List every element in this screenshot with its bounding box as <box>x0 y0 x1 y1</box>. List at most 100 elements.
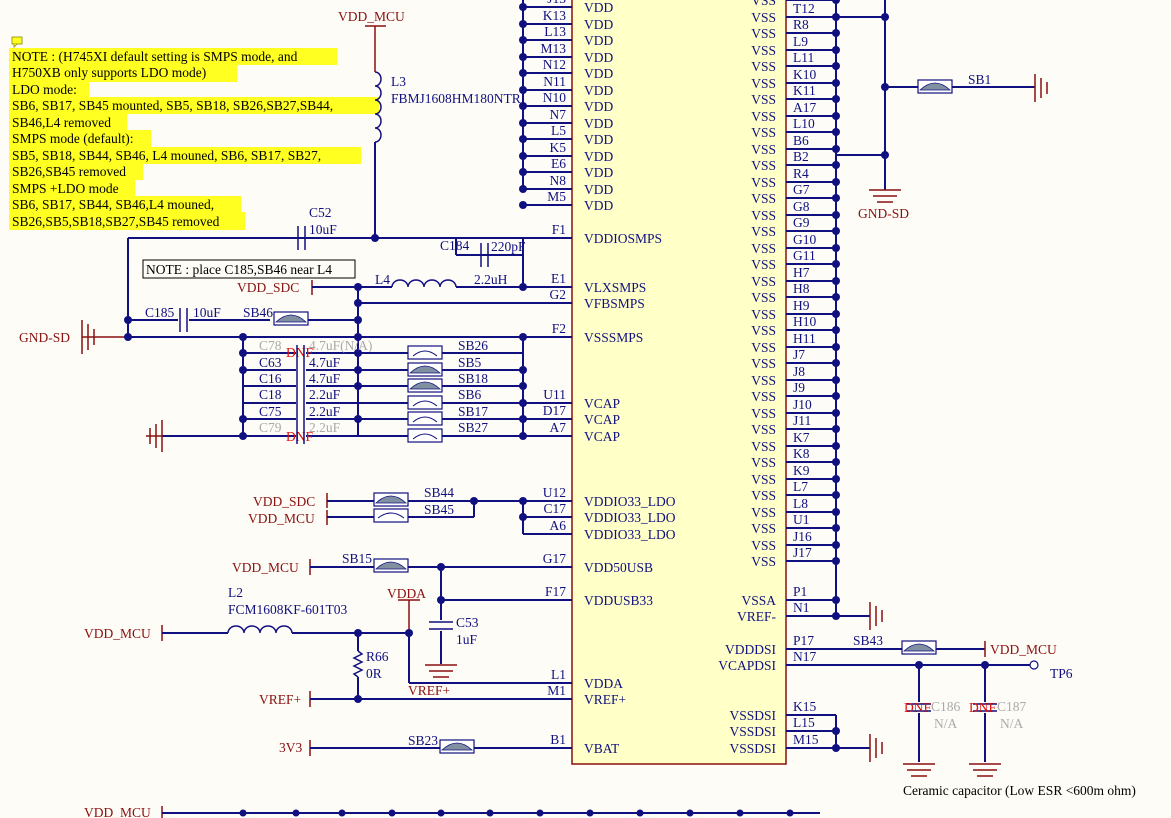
net-vdd-mcu: VDD_MCU <box>84 626 151 641</box>
pin-name: VDD <box>584 149 613 164</box>
capacitor-C185 <box>179 308 188 332</box>
pin-number: K15 <box>793 699 816 714</box>
note-line: H750XB only supports LDO mode) <box>12 65 206 80</box>
ground-symbol <box>969 763 1001 777</box>
pin-number: J8 <box>793 364 805 379</box>
ground-symbol <box>869 734 883 762</box>
pin-number: N12 <box>543 57 566 72</box>
jumper-group <box>407 345 443 443</box>
ref-SB44: SB44 <box>424 485 454 500</box>
pin-name: VSS <box>751 175 776 190</box>
pin-number: G11 <box>793 248 816 263</box>
inductor-L4 <box>391 279 457 288</box>
pin-name: VSS <box>751 439 776 454</box>
net-vref-plus: VREF+ <box>408 683 450 698</box>
val-C75: 2.2uF <box>309 404 341 419</box>
note-line: NOTE : (H745XI default setting is SMPS m… <box>12 49 298 64</box>
ground-symbol <box>869 602 883 630</box>
val-L4: 2.2uH <box>474 272 508 287</box>
net-vdd-mcu: VDD_MCU <box>232 560 299 575</box>
ref-TP6: TP6 <box>1050 666 1073 681</box>
pin-number: H11 <box>793 331 816 346</box>
pin-number: L10 <box>793 116 815 131</box>
pin-name: VSS <box>751 43 776 58</box>
ref-C53: C53 <box>456 615 479 630</box>
dnf-C78: DNF <box>286 345 313 360</box>
pin-name: VDD <box>584 33 613 48</box>
pin-name: VDD <box>584 50 613 65</box>
ref-C52: C52 <box>309 205 332 220</box>
solder-bridge <box>407 378 443 393</box>
pin-number: L15 <box>793 715 815 730</box>
note-line: SMPS mode (default): <box>12 131 134 146</box>
pin-number: H10 <box>793 314 816 329</box>
pin-number: E6 <box>551 156 566 171</box>
jumper-SB45 <box>373 508 409 523</box>
jumper-SB44 <box>373 492 409 507</box>
pin-number: N10 <box>543 90 566 105</box>
pin-number: A7 <box>550 420 567 435</box>
dnf-C186: DNF <box>904 700 931 715</box>
ground-symbol <box>1034 74 1048 102</box>
pin-number: J7 <box>793 347 805 362</box>
pin-number: B6 <box>793 133 809 148</box>
pin-name: VSS <box>751 323 776 338</box>
pin-name: VDD <box>584 198 613 213</box>
pin-name: VSS <box>751 373 776 388</box>
ref-SB26: SB26 <box>458 338 488 353</box>
pin-name: VSS <box>751 109 776 124</box>
pin-number: B2 <box>793 149 809 164</box>
ref-C16: C16 <box>259 371 282 386</box>
pin-name: VSS <box>751 455 776 470</box>
pin-name: VDD <box>584 99 613 114</box>
capacitor-C52 <box>297 226 306 250</box>
pin-name: VSS <box>751 389 776 404</box>
ref-SB1: SB1 <box>968 72 991 87</box>
net-3v3: 3V3 <box>279 740 302 755</box>
ref-SB15: SB15 <box>342 551 372 566</box>
ref-SB27: SB27 <box>458 420 488 435</box>
jumper-SB43 <box>901 640 937 655</box>
bottom-bus-junctions <box>239 809 794 817</box>
net-gnd-sd-left: GND-SD <box>19 330 70 345</box>
jumper-SB23 <box>439 739 475 754</box>
pin-name: VDDUSB33 <box>584 593 653 608</box>
pin-number: L8 <box>793 496 808 511</box>
ref-C63: C63 <box>259 355 282 370</box>
ref-R66: R66 <box>366 649 389 664</box>
ground-symbol <box>81 320 128 354</box>
pin-number: K10 <box>793 67 816 82</box>
pin-name: VDD <box>584 182 613 197</box>
ref-C185: C185 <box>145 305 175 320</box>
val-C185: 10uF <box>193 305 221 320</box>
test-point-TP6[interactable] <box>1029 660 1039 670</box>
ref-C18: C18 <box>259 387 282 402</box>
pin-number: N17 <box>793 649 816 664</box>
pin-number: N1 <box>793 600 810 615</box>
pin-name: VSS <box>751 26 776 41</box>
solder-bridge <box>407 362 443 377</box>
note-line: SB6, SB17, SB45 mounted, SB5, SB18, SB26… <box>12 98 333 113</box>
ref-SB18: SB18 <box>458 371 488 386</box>
pin-number: G2 <box>550 287 567 302</box>
pin-number: H8 <box>793 281 810 296</box>
pin-name: VSS <box>751 422 776 437</box>
